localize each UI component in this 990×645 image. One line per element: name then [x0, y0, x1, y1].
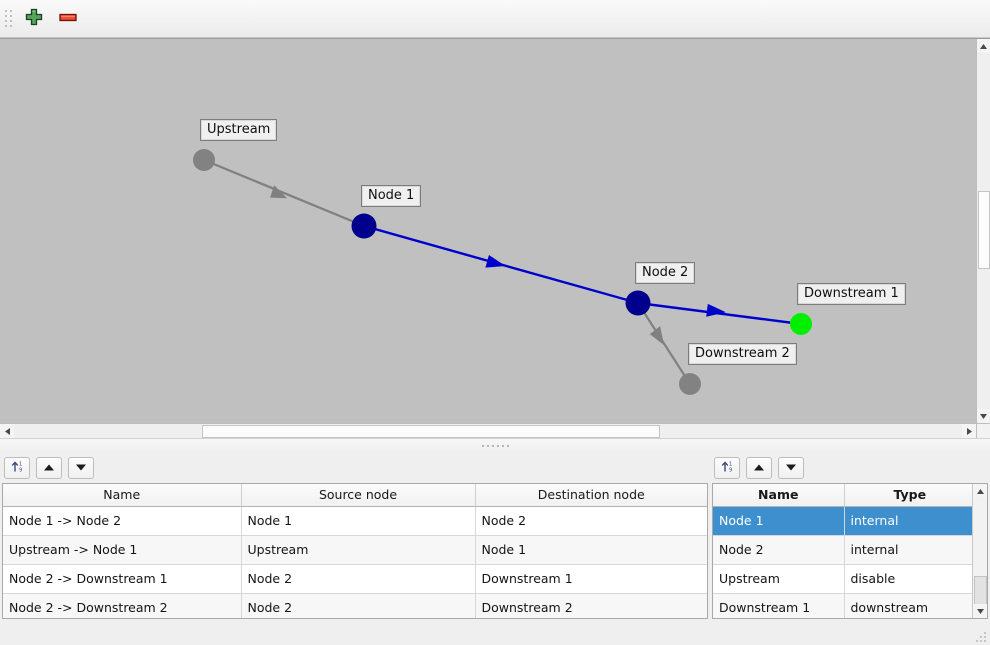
- nodes-table-header-row: Name Type: [713, 484, 975, 507]
- sort-ascending-icon: 1 9: [10, 459, 25, 477]
- nodes-cell-name: Node 2: [713, 535, 845, 565]
- nodes-table-container[interactable]: Name Type Node 1 internal Node 2 interna…: [712, 483, 988, 619]
- graph-node-node-1[interactable]: [351, 213, 377, 239]
- nodes-table-vertical-scrollbar[interactable]: [972, 484, 987, 618]
- nodes-cell-type: internal: [844, 535, 975, 565]
- graph-svg: [193, 149, 812, 395]
- scroll-down-icon[interactable]: [973, 604, 987, 618]
- triangle-up-icon: [753, 461, 765, 475]
- graph-node-label-node-1[interactable]: Node 1: [361, 185, 422, 207]
- graph-node-node-2[interactable]: [625, 290, 651, 316]
- toolbar-drag-handle[interactable]: [3, 8, 13, 30]
- scrollbar-corner: [976, 423, 990, 438]
- edges-cell-source: Node 2: [241, 593, 476, 618]
- add-icon: [24, 7, 44, 30]
- status-bar: [0, 619, 990, 645]
- svg-text:1: 1: [19, 462, 22, 468]
- triangle-down-icon: [785, 461, 797, 475]
- edges-move-up-button[interactable]: [36, 457, 62, 479]
- add-button[interactable]: [21, 6, 47, 32]
- scroll-down-icon[interactable]: [977, 409, 990, 423]
- graph-node-upstream[interactable]: [193, 149, 215, 171]
- scroll-left-icon[interactable]: [0, 424, 14, 438]
- splitter-grip-icon: [481, 445, 509, 447]
- nodes-column-header-type[interactable]: Type: [844, 484, 975, 507]
- edges-pane-toolbar: 1 9: [0, 453, 710, 483]
- table-row[interactable]: Node 2 internal: [713, 535, 975, 565]
- table-row[interactable]: Downstream 1 downstream: [713, 593, 975, 618]
- edges-column-header-name[interactable]: Name: [3, 484, 242, 507]
- remove-button[interactable]: [55, 6, 81, 32]
- canvas-vertical-scrollbar[interactable]: [976, 39, 990, 423]
- nodes-cell-name: Upstream: [713, 564, 845, 594]
- graph-node-downstream-1[interactable]: [790, 313, 812, 335]
- graph-node-label-node-2[interactable]: Node 2: [635, 262, 696, 284]
- graph-canvas-area: Upstream Node 1 Node 2 Downstream 1 Down…: [0, 38, 990, 438]
- hscroll-thumb[interactable]: [202, 425, 660, 438]
- edges-cell-source: Node 2: [241, 564, 476, 594]
- nodes-cell-type: downstream: [844, 593, 975, 618]
- window-resize-grip[interactable]: [976, 632, 988, 644]
- table-row[interactable]: Node 1 -> Node 2 Node 1 Node 2: [3, 506, 707, 536]
- edges-pane: 1 9: [0, 453, 710, 619]
- horizontal-splitter[interactable]: [0, 438, 990, 453]
- nodes-table: Name Type Node 1 internal Node 2 interna…: [713, 484, 975, 618]
- edges-cell-destination: Node 2: [475, 506, 707, 536]
- edges-cell-name: Upstream -> Node 1: [3, 535, 242, 565]
- edge-node1-node2[interactable]: [363, 224, 639, 305]
- nodes-move-up-button[interactable]: [746, 457, 772, 479]
- scroll-right-icon[interactable]: [962, 424, 976, 438]
- svg-text:1: 1: [729, 462, 732, 468]
- triangle-down-icon: [75, 461, 87, 475]
- nodes-cell-type: internal: [844, 506, 975, 536]
- edges-cell-name: Node 1 -> Node 2: [3, 506, 242, 536]
- graph-node-label-downstream-1[interactable]: Downstream 1: [797, 283, 906, 305]
- canvas-horizontal-scrollbar[interactable]: [0, 423, 976, 438]
- nodes-column-header-name[interactable]: Name: [713, 484, 845, 507]
- nodes-cell-name: Downstream 1: [713, 593, 845, 618]
- nodes-cell-name: Node 1: [713, 506, 845, 536]
- nodes-pane-toolbar: 1 9: [710, 453, 990, 483]
- edges-table-header-row: Name Source node Destination node: [3, 484, 707, 507]
- table-row[interactable]: Node 2 -> Downstream 2 Node 2 Downstream…: [3, 593, 707, 618]
- edges-column-header-source-node[interactable]: Source node: [241, 484, 476, 507]
- edges-cell-destination: Downstream 1: [475, 564, 707, 594]
- scroll-up-icon[interactable]: [973, 484, 987, 498]
- graph-node-downstream-2[interactable]: [679, 373, 701, 395]
- edges-column-header-destination-node[interactable]: Destination node: [475, 484, 707, 507]
- edges-sort-button[interactable]: 1 9: [4, 457, 30, 479]
- vscroll-thumb[interactable]: [978, 191, 990, 269]
- nodes-move-down-button[interactable]: [778, 457, 804, 479]
- svg-text:9: 9: [19, 467, 22, 473]
- edges-cell-name: Node 2 -> Downstream 2: [3, 593, 242, 618]
- main-toolbar: [0, 0, 990, 38]
- graph-canvas[interactable]: Upstream Node 1 Node 2 Downstream 1 Down…: [0, 39, 976, 423]
- edge-upstream-node1[interactable]: [203, 158, 365, 228]
- table-row[interactable]: Upstream disable: [713, 564, 975, 594]
- graph-node-label-upstream[interactable]: Upstream: [200, 119, 278, 141]
- svg-text:9: 9: [729, 467, 732, 473]
- table-row[interactable]: Node 2 -> Downstream 1 Node 2 Downstream…: [3, 564, 707, 594]
- table-row[interactable]: Node 1 internal: [713, 506, 975, 536]
- nodes-pane: 1 9: [710, 453, 990, 619]
- scroll-up-icon[interactable]: [977, 39, 990, 53]
- edges-table: Name Source node Destination node Node 1…: [3, 484, 707, 618]
- edge-node2-downstream2[interactable]: [637, 302, 691, 385]
- nodes-cell-type: disable: [844, 564, 975, 594]
- triangle-up-icon: [43, 461, 55, 475]
- edges-cell-source: Node 1: [241, 506, 476, 536]
- graph-node-label-downstream-2[interactable]: Downstream 2: [688, 343, 797, 365]
- nodes-sort-button[interactable]: 1 9: [714, 457, 740, 479]
- table-row[interactable]: Upstream -> Node 1 Upstream Node 1: [3, 535, 707, 565]
- edge-node2-downstream1[interactable]: [637, 301, 802, 326]
- sort-ascending-icon: 1 9: [720, 459, 735, 477]
- edges-cell-source: Upstream: [241, 535, 476, 565]
- remove-icon: [57, 7, 79, 30]
- edges-cell-name: Node 2 -> Downstream 1: [3, 564, 242, 594]
- edges-move-down-button[interactable]: [68, 457, 94, 479]
- edges-table-container[interactable]: Name Source node Destination node Node 1…: [2, 483, 708, 619]
- edges-cell-destination: Node 1: [475, 535, 707, 565]
- bottom-panes: 1 9: [0, 453, 990, 619]
- edges-cell-destination: Downstream 2: [475, 593, 707, 618]
